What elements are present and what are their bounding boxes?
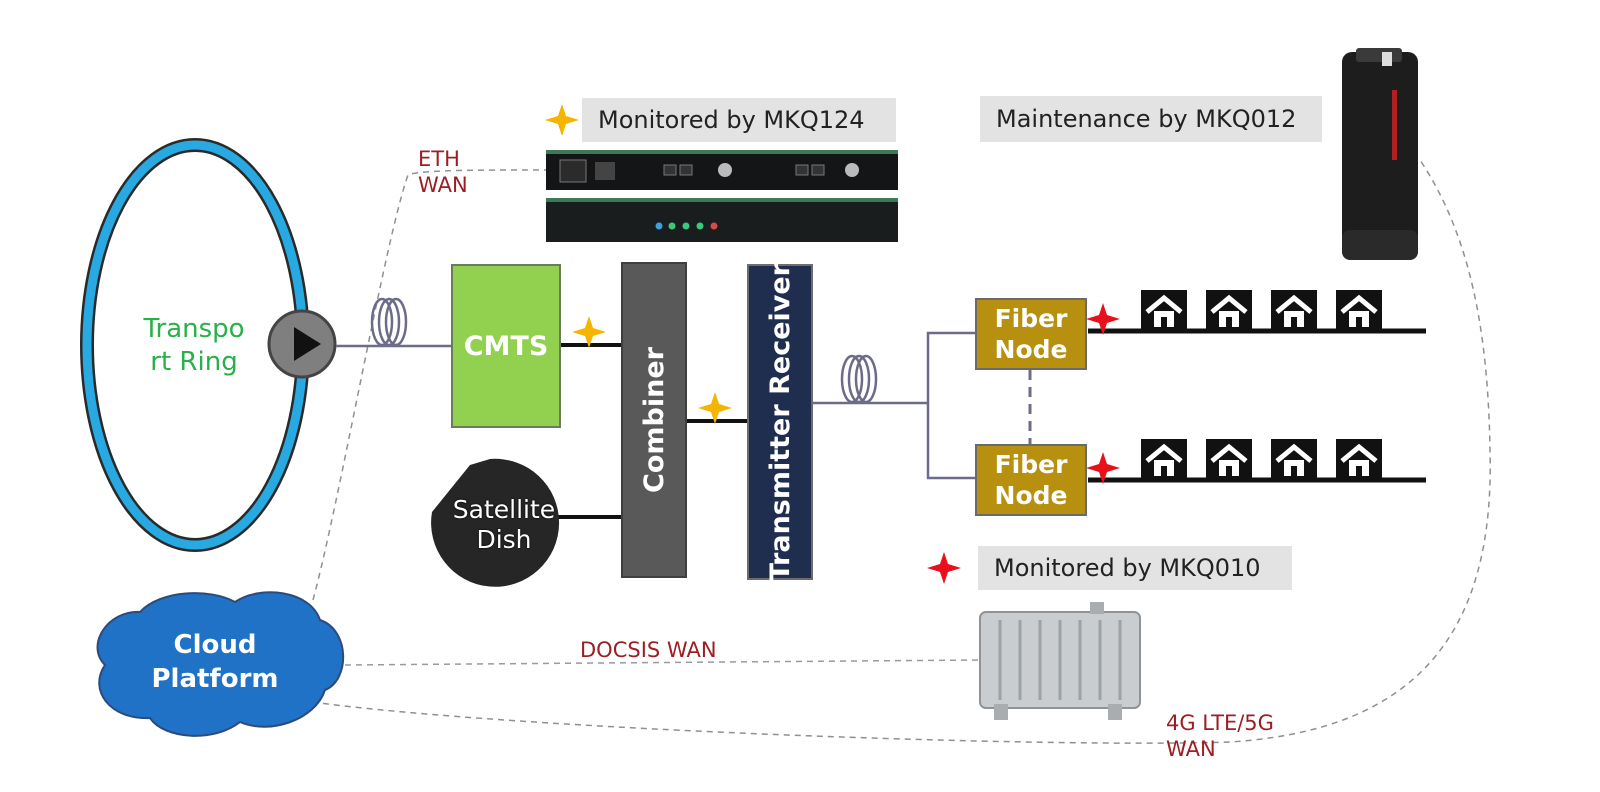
mkq124-rack-unit — [546, 150, 898, 242]
fiber-node-2: Fiber Node — [975, 444, 1087, 516]
house-icon — [1271, 439, 1317, 479]
lte-wan-label: 4G LTE/5G WAN — [1166, 711, 1274, 761]
house-icon — [1206, 290, 1252, 330]
monitor-label-mkq124: Monitored by MKQ124 — [582, 98, 896, 142]
house-icon — [1271, 290, 1317, 330]
cmts-block: CMTS — [451, 264, 561, 428]
fiber-coil-icon-2 — [840, 354, 878, 404]
combiner-block: Combiner — [621, 262, 687, 578]
cmts-label: CMTS — [463, 330, 549, 362]
house-icon — [1336, 439, 1382, 479]
transport-ring-label: Transpo rt Ring — [143, 314, 245, 377]
red-star-icon — [927, 303, 1120, 584]
docsis-wan-dashed-link — [344, 659, 981, 666]
lte-wan-dashed-link — [311, 159, 1491, 744]
cloud-platform-line1: Cloud — [173, 630, 257, 660]
cloud-shape — [96, 591, 345, 737]
house-icon — [1336, 290, 1382, 330]
monitor-label-mkq012: Maintenance by MKQ012 — [980, 96, 1322, 142]
fiber-node-1: Fiber Node — [975, 298, 1087, 370]
docsis-wan-label: DOCSIS WAN — [580, 638, 717, 662]
combiner-label: Combiner — [638, 347, 670, 493]
mkq012-device — [1342, 48, 1418, 260]
fiber-coil-icon — [370, 297, 408, 347]
transmitter-receiver-block: Transmitter Receiver — [747, 262, 813, 582]
eth-wan-label: ETH WAN — [418, 147, 468, 197]
house-icon — [1206, 439, 1252, 479]
eth-wan-dashed-link — [312, 169, 549, 601]
cloud-platform-label: Cloud Platform — [130, 628, 300, 696]
transmitter-receiver-label: Transmitter Receiver — [764, 262, 796, 582]
cloud-platform-line2: Platform — [151, 664, 279, 694]
yellow-star-icon — [545, 104, 732, 424]
house-icon — [1141, 439, 1187, 479]
satellite-dish-label: Satellite Dish — [452, 495, 556, 554]
fiber-node-2-line2: Node — [994, 481, 1068, 510]
house-icon — [1141, 290, 1187, 330]
play-arrow-icon — [294, 327, 321, 361]
fiber-node-1-line1: Fiber — [994, 304, 1068, 333]
fiber-node-2-line1: Fiber — [994, 450, 1068, 479]
fiber-node-1-line2: Node — [994, 335, 1068, 364]
satellite-dish-shape — [431, 458, 560, 587]
monitor-label-mkq010: Monitored by MKQ010 — [978, 546, 1292, 590]
mkq010-device — [979, 602, 1141, 720]
